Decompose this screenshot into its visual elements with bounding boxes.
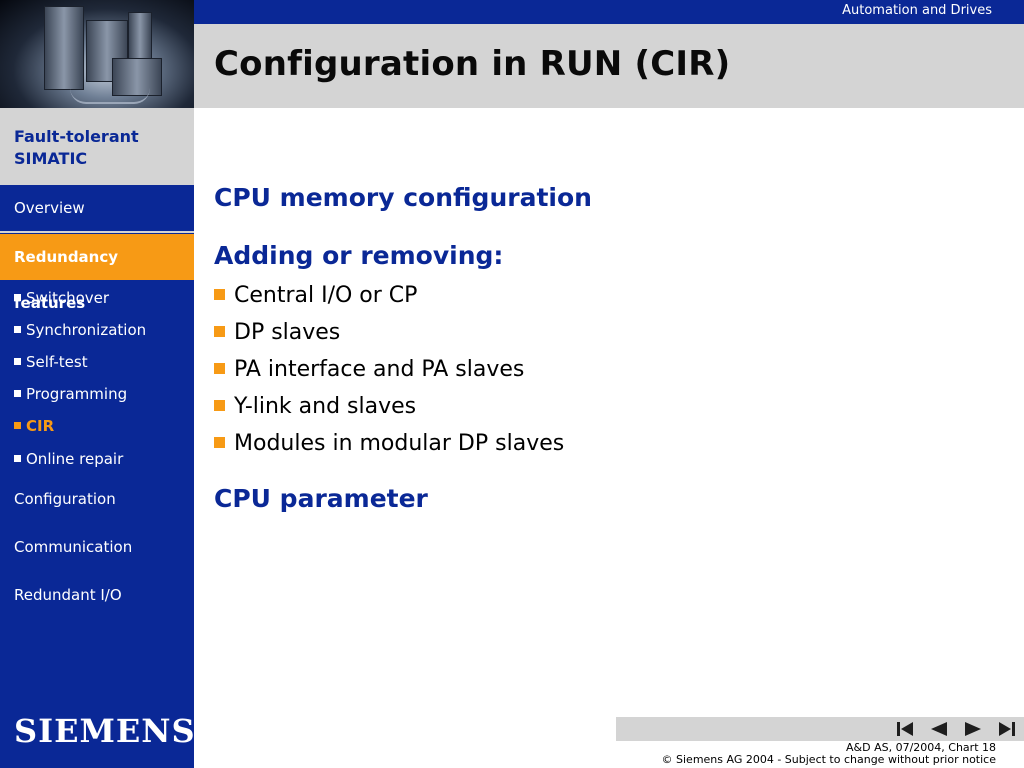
sidebar-item-label: Configuration xyxy=(14,490,116,508)
previous-icon[interactable] xyxy=(928,720,950,738)
content-heading-parameter: CPU parameter xyxy=(214,484,428,513)
orange-square-bullet-icon xyxy=(214,326,225,337)
sidebar-item-label: Overview xyxy=(14,199,85,217)
sidebar-item-redundancy-features[interactable]: Redundancy features xyxy=(0,234,194,312)
orange-square-bullet-icon xyxy=(214,437,225,448)
sidebar-item-label: Communication xyxy=(14,538,133,556)
content-heading-memory: CPU memory configuration xyxy=(214,183,592,212)
sidebar-divider xyxy=(0,231,194,233)
title-band: Configuration in RUN (CIR) xyxy=(194,24,1024,108)
content-bullet: DP slaves xyxy=(214,320,340,345)
sidebar-item-configuration[interactable]: Configuration xyxy=(0,476,194,522)
sidebar-item-label: Self-test xyxy=(26,353,88,371)
orange-square-bullet-icon xyxy=(214,400,225,411)
sidebar-item-communication[interactable]: Communication xyxy=(0,524,194,570)
siemens-logo: SIEMENS xyxy=(14,712,196,750)
orange-square-bullet-icon xyxy=(214,363,225,374)
square-bullet-icon xyxy=(14,358,21,365)
bullet-text: Central I/O or CP xyxy=(234,283,418,308)
square-bullet-icon xyxy=(14,390,21,397)
content-heading-adding: Adding or removing: xyxy=(214,241,504,270)
brandline: Automation and Drives xyxy=(842,3,992,18)
square-bullet-icon xyxy=(14,455,21,462)
sidebar-item-switchover[interactable]: Switchover xyxy=(0,284,194,312)
page-title: Configuration in RUN (CIR) xyxy=(214,44,731,84)
sidebar-item-label: Redundancy features xyxy=(14,248,119,312)
square-bullet-icon xyxy=(14,294,21,301)
photo-cable xyxy=(70,88,150,104)
footer-chart-info: A&D AS, 07/2004, Chart 18 xyxy=(846,741,996,754)
photo-rack xyxy=(44,6,84,90)
content-bullet: PA interface and PA slaves xyxy=(214,357,524,382)
sidebar-item-overview[interactable]: Overview xyxy=(0,185,194,231)
sidebar-item-online-repair[interactable]: Online repair xyxy=(0,445,194,473)
sidebar-item-redundant-io[interactable]: Redundant I/O xyxy=(0,572,194,618)
next-icon[interactable] xyxy=(962,720,984,738)
bullet-text: Y-link and slaves xyxy=(234,394,417,419)
sidebar-item-label: Programming xyxy=(26,385,128,403)
sidebar-item-label: Redundant I/O xyxy=(14,586,122,604)
header-photo xyxy=(0,0,194,108)
square-bullet-icon xyxy=(14,326,21,333)
last-icon[interactable] xyxy=(996,720,1018,738)
slide-navigation-bar xyxy=(616,717,1024,741)
sidebar-item-label: CIR xyxy=(26,417,55,435)
sidebar-item-synchronization[interactable]: Synchronization xyxy=(0,316,194,344)
sidebar: Fault-tolerant SIMATIC Overview Redundan… xyxy=(0,108,196,768)
sidebar-item-label: Switchover xyxy=(26,289,110,307)
section-head-label: Fault-tolerant SIMATIC xyxy=(14,127,139,168)
content-bullet: Y-link and slaves xyxy=(214,394,416,419)
square-bullet-icon xyxy=(14,422,21,429)
photo-rack xyxy=(86,20,128,82)
orange-square-bullet-icon xyxy=(214,289,225,300)
sidebar-item-programming[interactable]: Programming xyxy=(0,380,194,408)
content-bullet: Central I/O or CP xyxy=(214,283,417,308)
sidebar-item-label: Online repair xyxy=(26,450,124,468)
footer-copyright: © Siemens AG 2004 - Subject to change wi… xyxy=(661,753,996,766)
bullet-text: DP slaves xyxy=(234,320,341,345)
first-icon[interactable] xyxy=(894,720,916,738)
content-bullet: Modules in modular DP slaves xyxy=(214,431,564,456)
bullet-text: Modules in modular DP slaves xyxy=(234,431,565,456)
sidebar-item-self-test[interactable]: Self-test xyxy=(0,348,194,376)
sidebar-section-head: Fault-tolerant SIMATIC xyxy=(0,108,194,185)
photo-rack xyxy=(128,12,152,60)
sidebar-item-cir[interactable]: CIR xyxy=(0,412,194,440)
bullet-text: PA interface and PA slaves xyxy=(234,357,525,382)
sidebar-item-label: Synchronization xyxy=(26,321,147,339)
top-bar: Automation and Drives xyxy=(194,0,1024,24)
